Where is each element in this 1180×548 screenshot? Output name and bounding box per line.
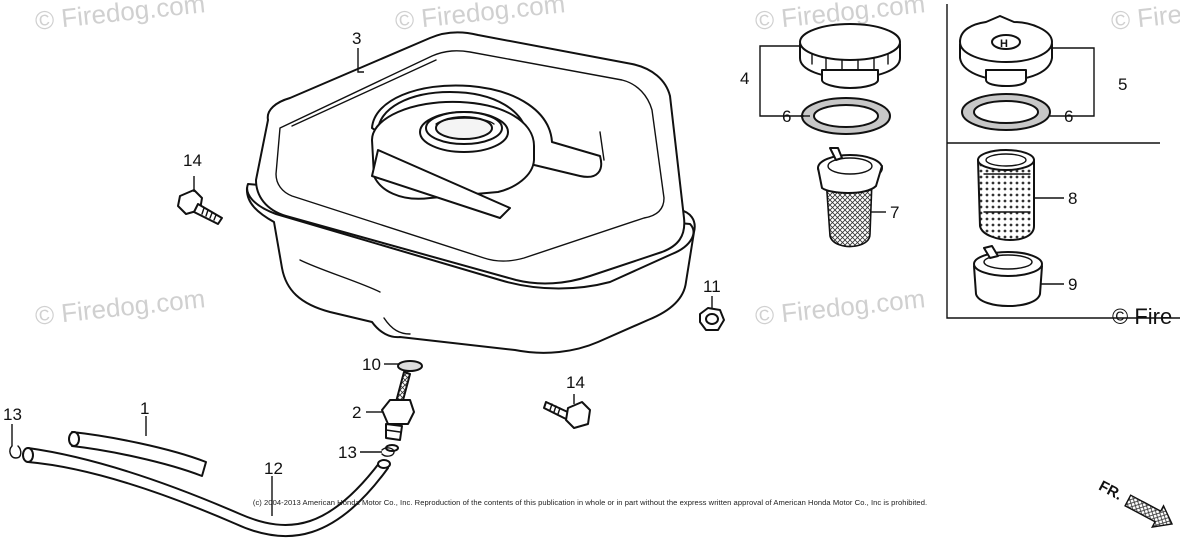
honda-logo-icon: H (1000, 38, 1008, 50)
callout-14-lower: 14 (566, 373, 585, 392)
watermark: © Firedog.com (393, 0, 566, 36)
callout-10: 10 (362, 355, 381, 374)
callout-9: 9 (1068, 275, 1077, 294)
detail-panel-border (946, 4, 1180, 319)
watermark: © Firedog.com (33, 283, 206, 331)
callout-12: 12 (264, 459, 283, 478)
watermark: © Firedog.com (753, 283, 926, 331)
callout-6-right: 6 (1064, 107, 1073, 126)
callout-3: 3 (352, 29, 361, 48)
callout-8: 8 (1068, 189, 1077, 208)
callout-6-left: 6 (782, 107, 791, 126)
fuel-cap-assembly-alt: H (959, 15, 1053, 131)
callout-14-upper: 14 (183, 151, 202, 170)
nut (699, 307, 725, 331)
leader-lines (11, 45, 1095, 516)
fuel-tank (245, 31, 696, 354)
watermark: © Fire (1109, 0, 1180, 36)
callout-5: 5 (1118, 75, 1127, 94)
callout-11: 11 (703, 277, 721, 296)
callout-13-left: 13 (3, 405, 22, 424)
callout-7: 7 (890, 203, 899, 222)
fuel-cap-assembly (799, 23, 901, 248)
callout-4: 4 (740, 69, 749, 88)
callout-2: 2 (352, 403, 361, 422)
copyright-notice: (c) 2004-2013 American Honda Motor Co., … (252, 498, 928, 507)
bolt-lower (543, 401, 591, 429)
callout-1: 1 (140, 399, 149, 418)
bolt-upper (177, 189, 223, 225)
callout-labels: 1 2 3 4 5 6 6 7 8 9 10 11 12 13 13 14 14 (3, 29, 1127, 478)
strainer-assembly (973, 149, 1043, 307)
watermark: © Firedog.com (33, 0, 206, 36)
arrow-right-icon (1124, 494, 1174, 528)
fuel-hose (22, 431, 391, 538)
watermark-border: © Fire (1112, 304, 1172, 329)
hose-clip (9, 445, 395, 459)
callout-13-right: 13 (338, 443, 357, 462)
fuel-cock (381, 360, 423, 452)
